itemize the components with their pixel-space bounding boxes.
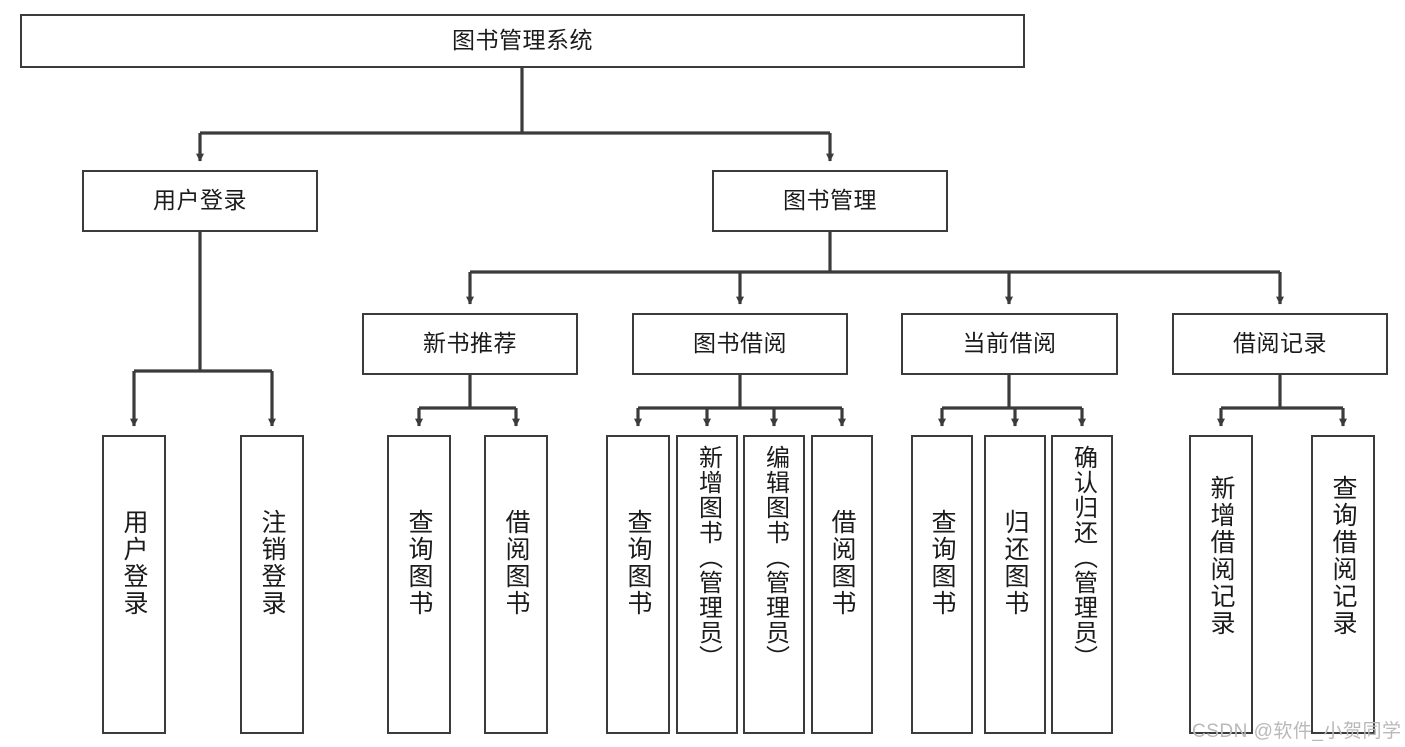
node-leaf-borrow-book-recommend[interactable]: 借阅图书 [484, 435, 548, 734]
node-label: 新增图书（管理员） [694, 445, 722, 670]
node-leaf-confirm-return[interactable]: 确认归还（管理员） [1051, 435, 1113, 734]
node-leaf-user-login[interactable]: 用户登录 [102, 435, 166, 734]
node-label: 借阅记录 [1233, 330, 1327, 357]
node-root-system[interactable]: 图书管理系统 [20, 14, 1025, 68]
node-user-login[interactable]: 用户登录 [82, 170, 318, 232]
node-label: 编辑图书（管理员） [761, 445, 789, 670]
node-label: 用户登录 [120, 509, 148, 617]
node-leaf-query-book-current[interactable]: 查询图书 [911, 435, 973, 734]
node-label: 归还图书 [1001, 509, 1029, 617]
node-label: 确认归还（管理员） [1069, 445, 1097, 670]
node-label: 新书推荐 [423, 330, 517, 357]
node-label: 借阅图书 [828, 509, 856, 617]
node-leaf-query-borrow-record[interactable]: 查询借阅记录 [1311, 435, 1375, 734]
node-leaf-logout[interactable]: 注销登录 [240, 435, 304, 734]
node-label: 注销登录 [258, 509, 286, 617]
node-label: 图书借阅 [693, 330, 787, 357]
node-label: 用户登录 [153, 187, 247, 214]
node-book-borrow[interactable]: 图书借阅 [632, 313, 848, 375]
node-leaf-query-book-borrow[interactable]: 查询图书 [606, 435, 670, 734]
node-label: 查询图书 [928, 509, 956, 617]
node-label: 查询借阅记录 [1329, 475, 1357, 637]
node-leaf-edit-book[interactable]: 编辑图书（管理员） [743, 435, 805, 734]
node-label: 查询图书 [624, 509, 652, 617]
node-label: 借阅图书 [502, 509, 530, 617]
node-label: 查询图书 [405, 509, 433, 617]
node-borrow-record[interactable]: 借阅记录 [1172, 313, 1388, 375]
node-label: 当前借阅 [962, 330, 1057, 357]
node-new-book-recommend[interactable]: 新书推荐 [362, 313, 578, 375]
node-current-borrow[interactable]: 当前借阅 [901, 313, 1118, 375]
node-label: 新增借阅记录 [1207, 475, 1235, 637]
node-label: 图书管理系统 [452, 27, 593, 54]
csdn-watermark: CSDN @软件_小贺同学 [1192, 721, 1402, 742]
node-leaf-borrow-book[interactable]: 借阅图书 [811, 435, 873, 734]
node-leaf-add-borrow-record[interactable]: 新增借阅记录 [1189, 435, 1253, 734]
node-leaf-return-book[interactable]: 归还图书 [984, 435, 1046, 734]
node-leaf-query-book-recommend[interactable]: 查询图书 [387, 435, 451, 734]
node-leaf-add-book[interactable]: 新增图书（管理员） [676, 435, 738, 734]
node-label: 图书管理 [783, 187, 877, 214]
node-book-manage[interactable]: 图书管理 [712, 170, 948, 232]
